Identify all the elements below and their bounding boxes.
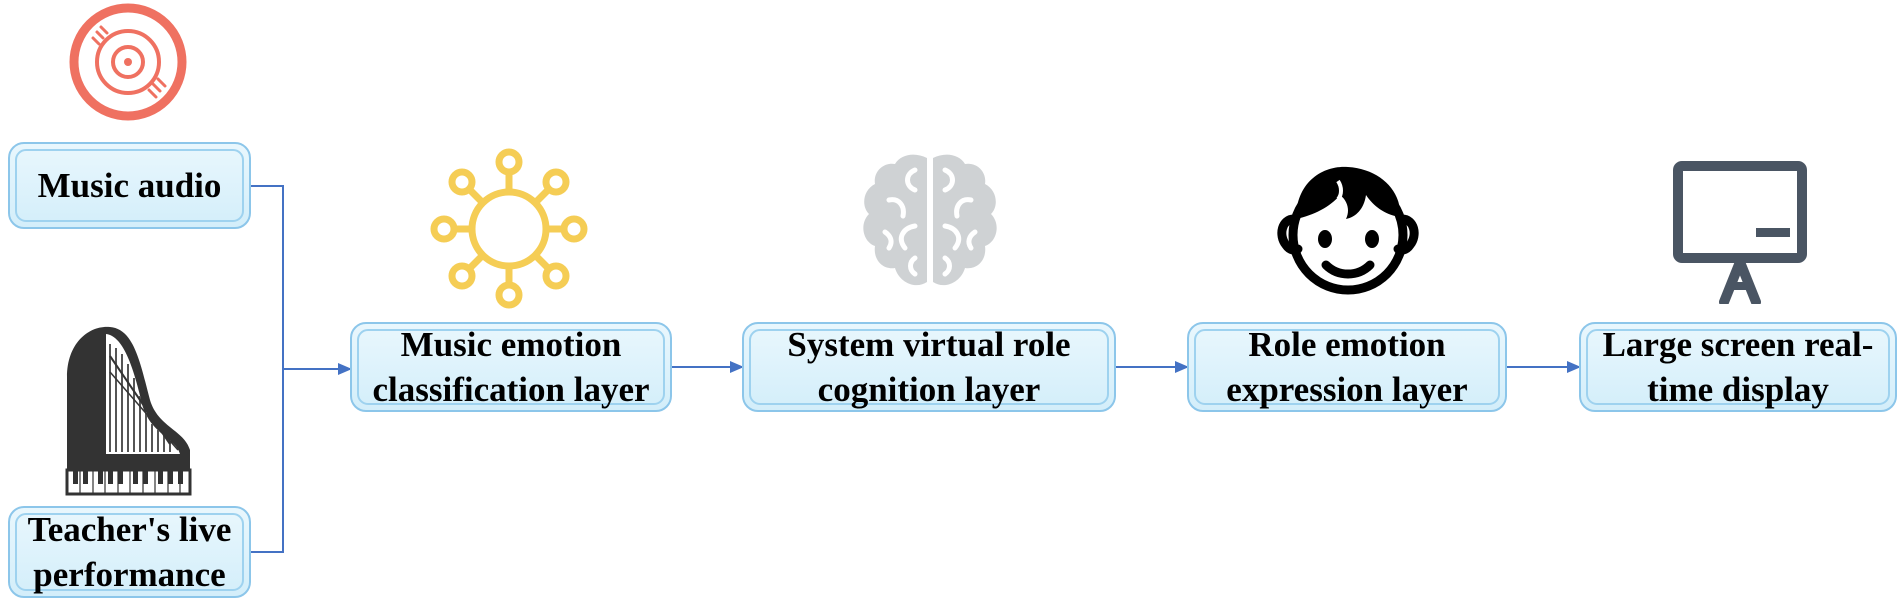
role-emotion-expression-node: Role emotion expression layer xyxy=(1187,322,1507,412)
teacher-performance-label: Teacher's live performance xyxy=(15,510,244,594)
large-screen-display-label: Large screen real- time display xyxy=(1586,325,1890,409)
music-audio-node: Music audio xyxy=(8,142,251,229)
teacher-performance-node: Teacher's live performance xyxy=(8,506,251,598)
brain-icon xyxy=(863,154,997,286)
sun-network-icon xyxy=(430,148,588,309)
large-screen-display-node: Large screen real- time display xyxy=(1579,322,1897,412)
presentation-screen-icon xyxy=(1673,161,1807,304)
emotion-classification-label: Music emotion classification layer xyxy=(357,325,665,409)
child-face-icon xyxy=(1277,166,1419,295)
virtual-role-cognition-label: System virtual role cognition layer xyxy=(749,325,1109,409)
connector-teacher-performance xyxy=(251,369,284,553)
connector-music-audio xyxy=(251,185,284,369)
emotion-classification-node: Music emotion classification layer xyxy=(350,322,672,412)
music-audio-label: Music audio xyxy=(15,149,244,222)
grand-piano-icon xyxy=(65,326,192,496)
virtual-role-cognition-node: System virtual role cognition layer xyxy=(742,322,1116,412)
vinyl-disc-icon xyxy=(69,3,187,121)
role-emotion-expression-label: Role emotion expression layer xyxy=(1194,325,1500,409)
